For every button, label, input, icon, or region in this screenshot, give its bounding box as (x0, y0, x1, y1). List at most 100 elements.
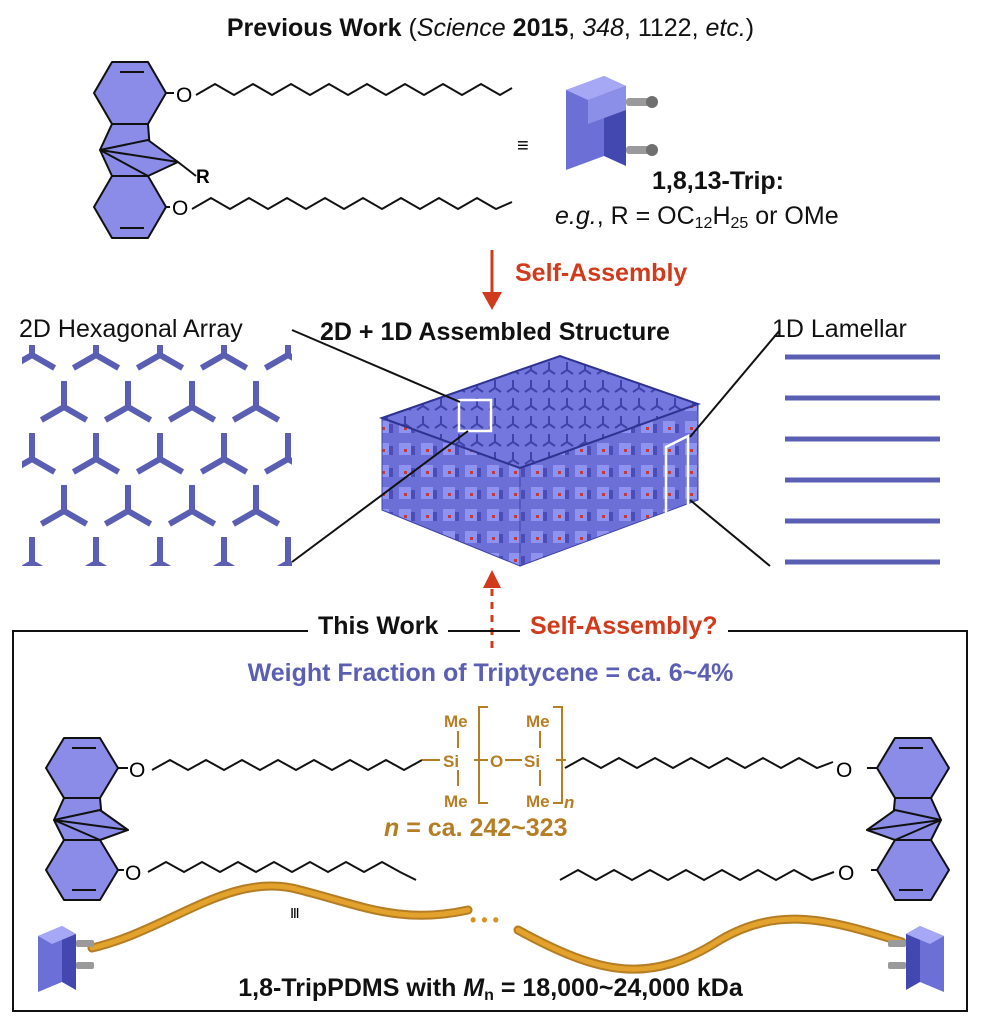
hex-arm (190, 508, 217, 527)
self-assembly-label: Self-Assembly (515, 259, 688, 287)
oxygen-top: O (176, 84, 192, 107)
zoom-box-hex (457, 398, 493, 433)
hex-arm (222, 352, 249, 371)
o-siloxane: O (490, 752, 503, 771)
hex-arm (135, 352, 162, 371)
hex-array-label: 2D Hexagonal Array (19, 315, 243, 343)
chain-left-top (151, 758, 423, 772)
ellipsis-dots: • • • (470, 910, 499, 930)
hex-arm (39, 404, 66, 423)
hex-arm (212, 560, 226, 566)
self-assembly-question-arrow (483, 570, 501, 648)
product-name: 1,8-TripPDMS with Mn = 18,000~24,000 kDa (238, 974, 743, 1004)
me-right-bottom: Me (526, 792, 550, 811)
hex-arm (71, 352, 98, 371)
repeat-n-subscript: n (564, 793, 574, 812)
polymer-chain-wave (87, 881, 907, 974)
triptycene-previous (93, 61, 197, 239)
hex-arm (22, 352, 34, 365)
weight-fraction: Weight Fraction of Triptycene = ca. 6~4% (247, 659, 734, 687)
chain-right-top (564, 756, 834, 770)
zoom-connectors (291, 329, 781, 567)
hex-arm (94, 456, 121, 475)
citation-year: 2015 (512, 14, 569, 42)
hex-arm (167, 508, 194, 527)
hex-arm (30, 456, 57, 475)
alkyl-chain-bottom (191, 196, 513, 211)
hex-arm (222, 456, 249, 475)
siloxane-core (422, 706, 566, 804)
oxygen-left-top: O (129, 759, 145, 782)
hex-arm (135, 456, 162, 475)
hex-arm (158, 560, 172, 566)
hex-arm (254, 404, 281, 423)
hex-arm (222, 560, 236, 566)
hex-arm (167, 404, 194, 423)
hex-arm (22, 560, 34, 566)
hex-arm (263, 352, 290, 371)
hex-arm (94, 352, 121, 371)
me-left-top: Me (444, 712, 468, 731)
equivalence-symbol: ≡ (517, 135, 529, 157)
citation-journal: Science (416, 14, 506, 42)
oxygen-left-bottom: O (125, 862, 141, 885)
hex-arm (94, 560, 108, 566)
hex-arm (158, 456, 185, 475)
hex-arm (84, 560, 98, 566)
hex-arm (22, 456, 34, 469)
hex-arm (30, 352, 57, 371)
trip-block-right (888, 926, 944, 992)
hex-arm (199, 352, 226, 371)
si-left: Si (443, 752, 459, 771)
self-assembly-arrow (482, 250, 502, 310)
self-assembly-question-label: Self-Assembly? (520, 612, 728, 641)
assembled-structure-label: 2D + 1D Assembled Structure (320, 318, 670, 346)
hex-arm (297, 407, 320, 420)
citation-etc: etc. (705, 14, 746, 42)
r-definition: e.g., R = OC12H25 or OMe (555, 202, 839, 232)
hex-arm (286, 352, 292, 361)
assembled-structure (379, 354, 701, 567)
previous-work-label: Previous Work (226, 14, 402, 42)
si-right: Si (524, 752, 540, 771)
hex-arm (263, 456, 290, 475)
trip-block-left (38, 926, 94, 992)
oxygen-bottom: O (172, 197, 188, 220)
hex-arm (126, 508, 153, 527)
me-right-top: Me (526, 712, 550, 731)
hex-arm (62, 508, 89, 527)
hex-arm (126, 404, 153, 423)
oxygen-right-bottom: O (838, 862, 854, 885)
hex-arm (320, 511, 343, 524)
chain-left-bottom (147, 860, 417, 881)
equivalence-small: Ⅲ (290, 905, 300, 921)
chain-right-bottom (559, 868, 835, 882)
hex-arm (286, 456, 292, 465)
previous-work-title: Previous Work (Science 2015, 348, 1122, … (0, 14, 981, 43)
oxygen-right-top: O (836, 759, 852, 782)
citation-volume: 348 (582, 14, 624, 42)
hex-arm (276, 560, 290, 566)
trip-block-icon (566, 76, 658, 170)
zoom-box-lamellar (664, 433, 690, 529)
hex-arm (297, 511, 320, 524)
trip-name: 1,8,13-Trip: (652, 167, 784, 195)
this-work-frame (12, 630, 968, 1012)
triptycene-right (866, 737, 950, 901)
hex-arm (254, 508, 281, 527)
lamellar-lines (785, 354, 940, 565)
hex-arm (148, 560, 162, 566)
hexagonal-array (22, 345, 343, 566)
hex-arm (190, 404, 217, 423)
hex-arm (103, 404, 130, 423)
citation-pages: 1122 (637, 14, 692, 42)
lamellar-label: 1D Lamellar (772, 315, 907, 343)
hex-arm (231, 404, 258, 423)
hex-arm (199, 456, 226, 475)
this-work-title: This Work (308, 612, 449, 641)
hex-arm (62, 404, 89, 423)
hex-arm (286, 560, 292, 566)
alkyl-chain-top (195, 82, 513, 97)
hex-arm (39, 508, 66, 527)
